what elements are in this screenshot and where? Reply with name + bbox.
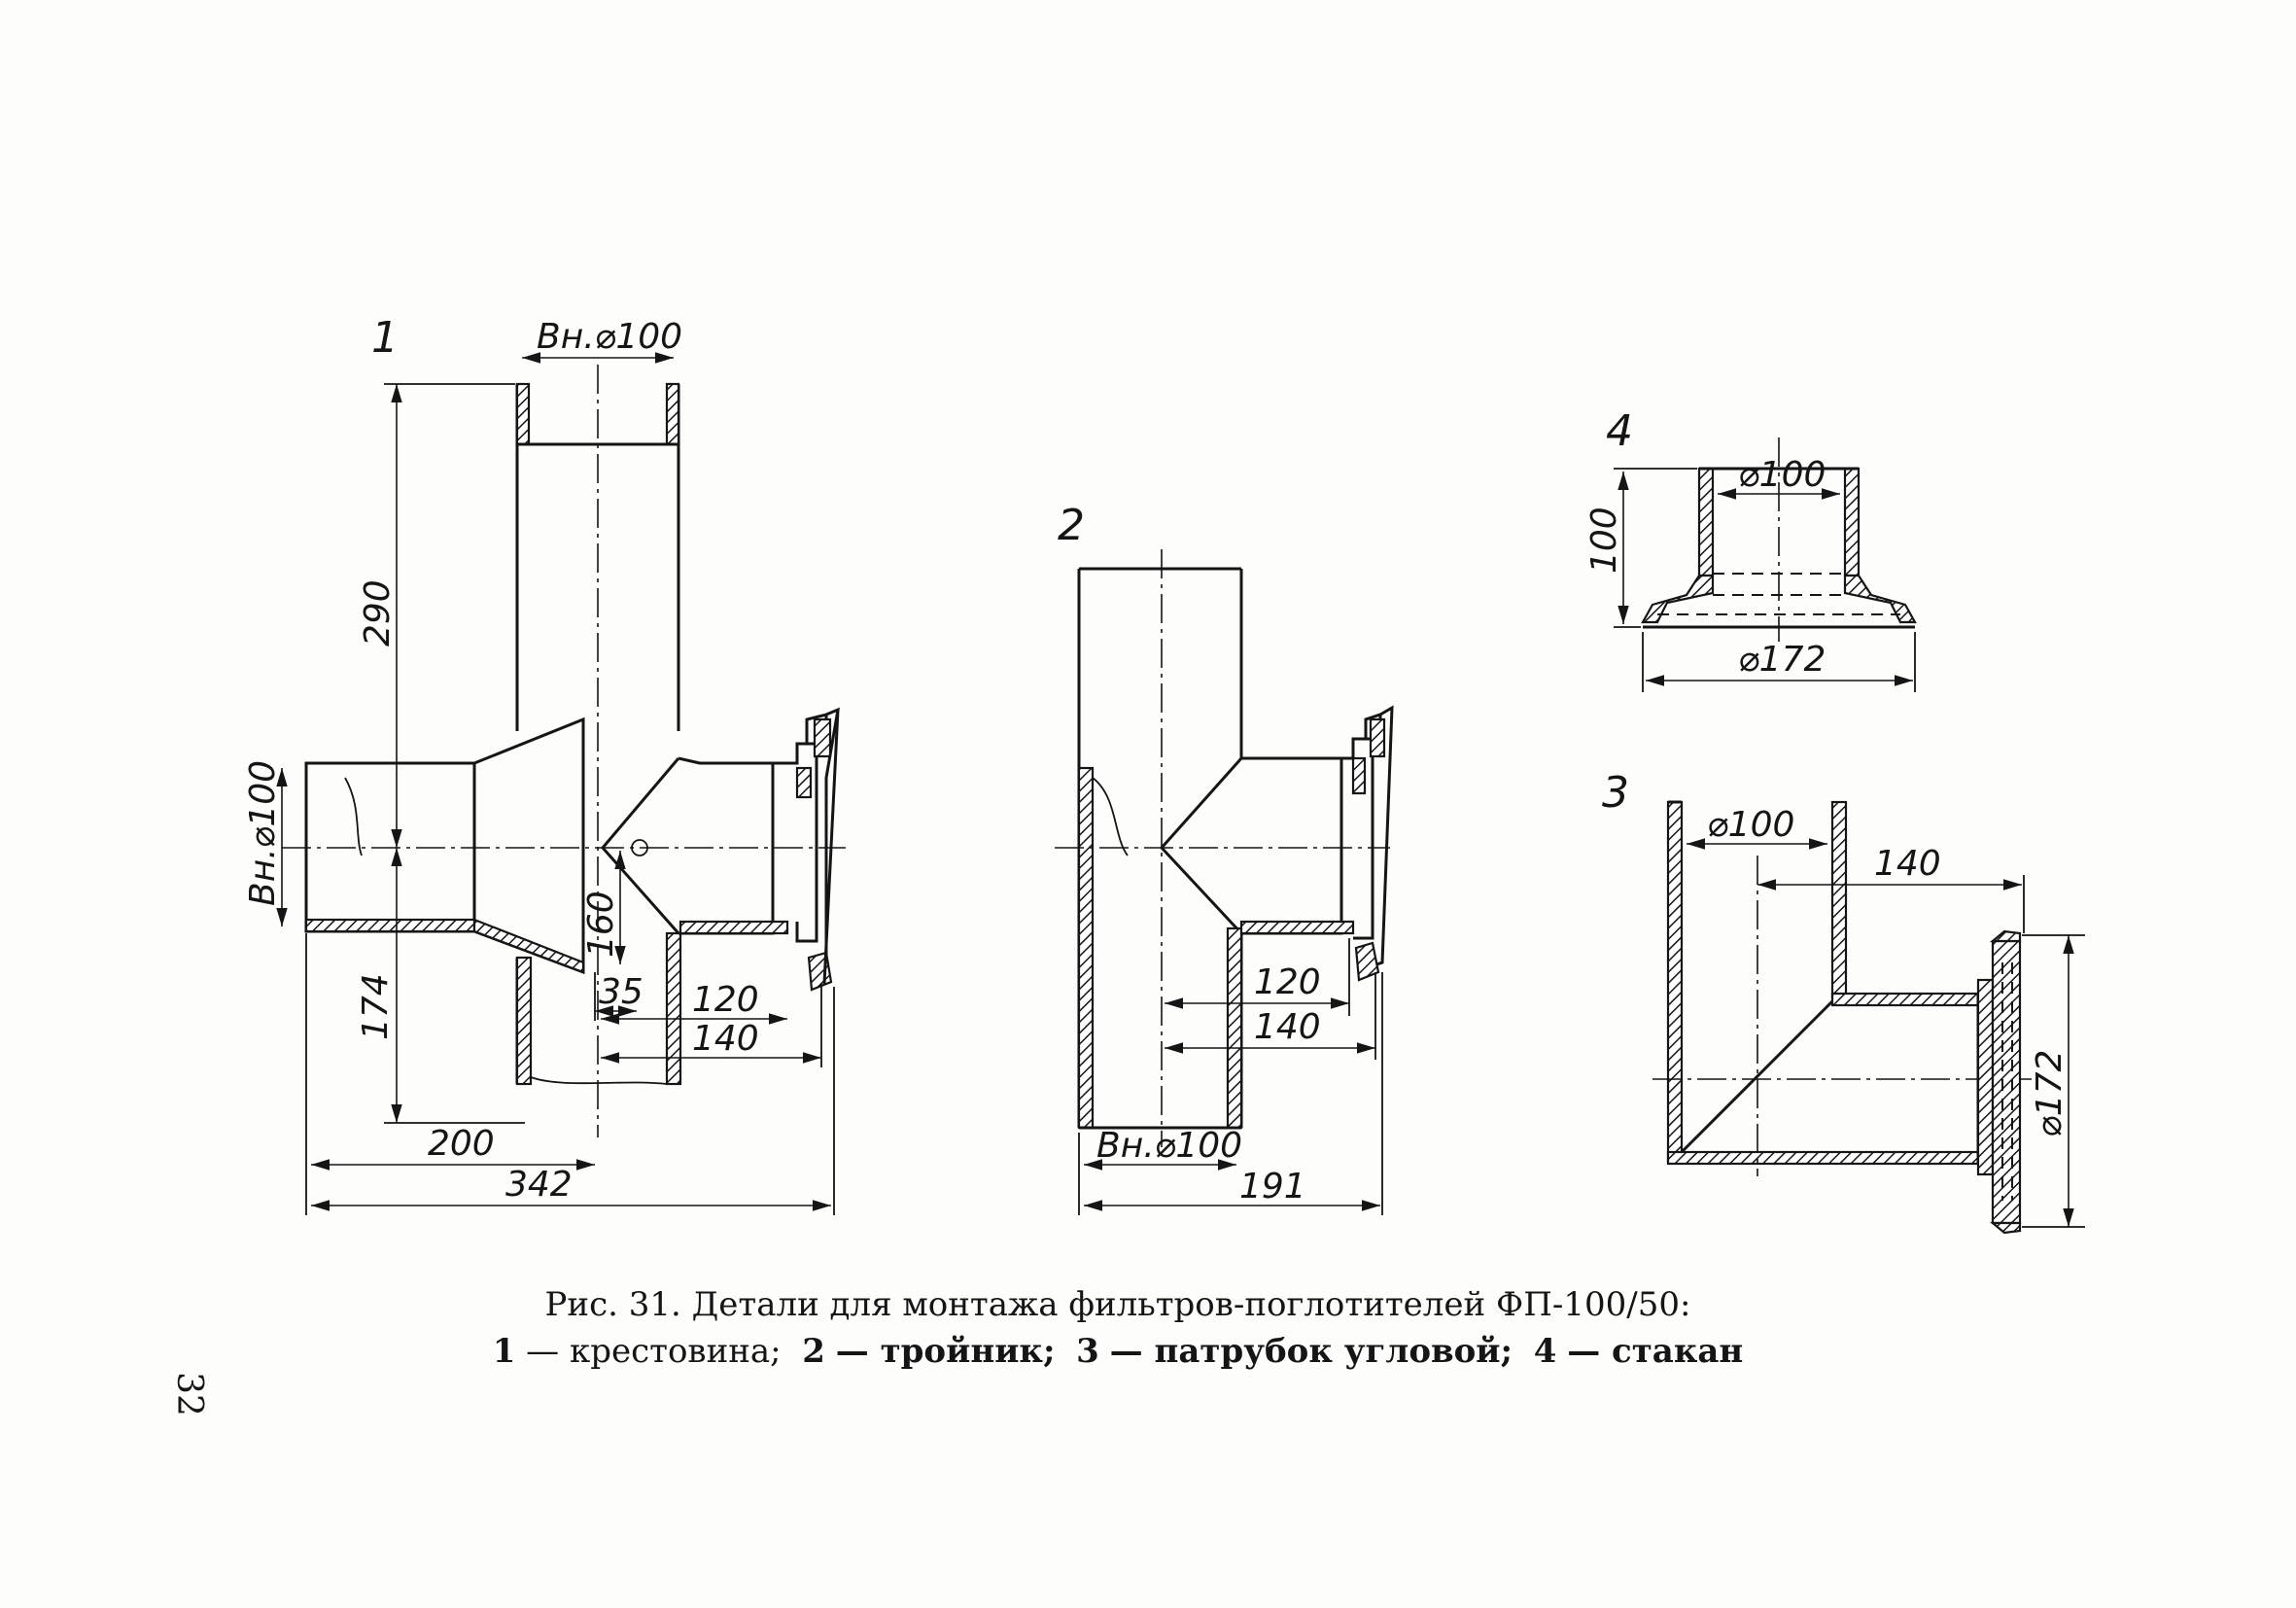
caption-item-2-text: — тройник; bbox=[835, 1332, 1056, 1371]
p1-dim-200: 200 bbox=[428, 1124, 495, 1164]
part-3-angle-branch: 3 ⌀100 140 ⌀172 bbox=[1602, 768, 2085, 1235]
part-2-tee-fitting: 2 120 140 Вн.⌀100 191 bbox=[1055, 501, 1394, 1215]
part-2-number: 2 bbox=[1058, 501, 1085, 550]
p4-dim-flange: ⌀172 bbox=[1738, 640, 1826, 680]
p1-dim-35: 35 bbox=[599, 972, 644, 1012]
p2-dim-140: 140 bbox=[1254, 1007, 1321, 1047]
p1-dim-side-bore: Вн.⌀100 bbox=[243, 760, 283, 906]
part-3-number: 3 bbox=[1602, 768, 1629, 818]
p1-dim-120: 120 bbox=[692, 980, 759, 1020]
p4-dim-bore: ⌀100 bbox=[1738, 455, 1826, 495]
part-4-cup: 4 ⌀100 100 ⌀172 bbox=[1584, 406, 1917, 692]
part-1-number: 1 bbox=[371, 313, 399, 363]
caption-item-1-text: — крестовина; bbox=[526, 1332, 782, 1371]
caption-item-1-num: 1 bbox=[492, 1332, 516, 1371]
part-1-cross-fitting: 1 Вн.⌀100 bbox=[243, 313, 846, 1215]
p1-dim-342: 342 bbox=[505, 1165, 573, 1205]
caption-item-4-num: 4 bbox=[1533, 1332, 1557, 1371]
caption-line-2: 1 — крестовина; 2 — тройник; 3 — патрубо… bbox=[486, 1328, 1750, 1375]
figure-caption: Рис. 31. Детали для монтажа фильтров-пог… bbox=[486, 1281, 1750, 1375]
p2-dim-120: 120 bbox=[1254, 962, 1321, 1002]
p2-dim-bore: Вн.⌀100 bbox=[1096, 1126, 1242, 1166]
p3-dim-140: 140 bbox=[1874, 844, 1941, 884]
caption-item-3-text: — патрубок угловой; bbox=[1109, 1332, 1513, 1371]
p1-dim-140: 140 bbox=[692, 1019, 759, 1059]
p1-dim-lower: 174 bbox=[356, 973, 396, 1040]
part-4-number: 4 bbox=[1606, 406, 1633, 456]
p1-dim-top-bore: Вн.⌀100 bbox=[537, 317, 682, 357]
p4-dim-height: 100 bbox=[1584, 507, 1624, 574]
caption-item-4-text: — стакан bbox=[1567, 1332, 1744, 1371]
caption-item-2-num: 2 bbox=[802, 1332, 825, 1371]
p3-dim-bore: ⌀100 bbox=[1707, 805, 1794, 845]
p3-dim-flange: ⌀172 bbox=[2030, 1050, 2070, 1137]
p1-dim-height: 290 bbox=[358, 579, 398, 647]
p1-dim-center: 160 bbox=[581, 891, 621, 958]
p2-dim-191: 191 bbox=[1239, 1167, 1306, 1206]
page-number: 32 bbox=[169, 1372, 209, 1416]
caption-line-1: Рис. 31. Детали для монтажа фильтров-пог… bbox=[544, 1285, 1691, 1324]
caption-item-3-num: 3 bbox=[1076, 1332, 1099, 1371]
